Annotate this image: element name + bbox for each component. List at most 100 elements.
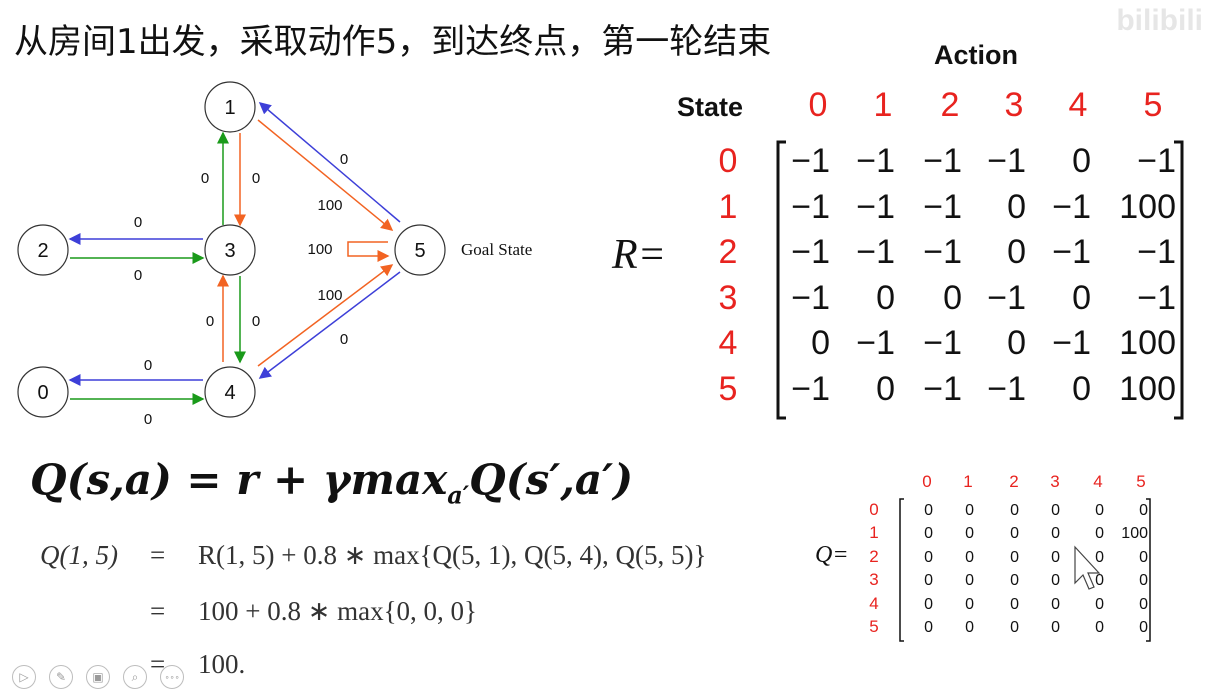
r-cell: −1 xyxy=(791,279,830,317)
q-matrix-name: Q= xyxy=(815,542,849,568)
q-cell: 0 xyxy=(1010,596,1019,613)
r-cell: −1 xyxy=(1137,279,1176,317)
r-col-header: 1 xyxy=(874,86,893,124)
q-cell: 0 xyxy=(1010,549,1019,566)
q-col-header: 0 xyxy=(922,472,931,491)
r-cell: −1 xyxy=(856,188,895,226)
svg-text:0: 0 xyxy=(37,382,48,404)
r-cell: −1 xyxy=(1052,233,1091,271)
more-icon[interactable]: ∘∘∘ xyxy=(160,665,184,689)
q-cell: 0 xyxy=(965,596,974,613)
edge-label: 0 xyxy=(134,214,142,231)
r-cell: −1 xyxy=(791,142,830,180)
q-cell: 0 xyxy=(965,525,974,542)
r-cell: 0 xyxy=(1007,233,1026,271)
q-cell: 0 xyxy=(924,549,933,566)
r-cell: 0 xyxy=(1007,324,1026,362)
node-3: 3 xyxy=(204,224,256,276)
edge-4-5 xyxy=(257,264,394,367)
svg-text:3: 3 xyxy=(224,240,235,262)
q-update-formula: Q(s,a) = r + γmaxa′Q(s′,a′) xyxy=(30,455,633,509)
q-cell: 0 xyxy=(1095,525,1104,542)
svg-text:1: 1 xyxy=(224,97,235,119)
r-cell: −1 xyxy=(791,188,830,226)
q-cell: 0 xyxy=(1139,549,1148,566)
play-icon[interactable]: ▷ xyxy=(12,665,36,689)
r-cell: −1 xyxy=(791,233,830,271)
edge-5-1 xyxy=(258,102,401,223)
r-cell: −1 xyxy=(987,279,1026,317)
r-row-header: 0 xyxy=(719,142,738,180)
edge-5-5 xyxy=(347,241,390,262)
q-cell: 0 xyxy=(1051,525,1060,542)
r-cell: 100 xyxy=(1119,370,1176,408)
goal-state-label: Goal State xyxy=(461,240,532,259)
edge-label: 0 xyxy=(252,170,260,187)
q-cell: 0 xyxy=(1095,502,1104,519)
q-cell: 0 xyxy=(924,572,933,589)
q-col-header: 2 xyxy=(1009,472,1018,491)
q-cell: 0 xyxy=(965,549,974,566)
edge-label: 0 xyxy=(340,331,348,348)
r-cell: −1 xyxy=(1137,233,1176,271)
edge-1-5 xyxy=(257,119,394,231)
q-cell: 0 xyxy=(924,502,933,519)
q-cell: 0 xyxy=(965,619,974,636)
r-cell: 0 xyxy=(811,324,830,362)
r-col-header: 2 xyxy=(941,86,960,124)
formula-head: Q(s,a) = r + γmax xyxy=(30,455,448,504)
node-0: 0 xyxy=(17,366,69,418)
edge-label: 0 xyxy=(144,411,152,428)
bilibili-logo: bilibili xyxy=(1116,4,1203,37)
r-col-header: 0 xyxy=(809,86,828,124)
svg-text:5: 5 xyxy=(414,240,425,262)
r-cell: 0 xyxy=(1072,142,1091,180)
r-cell: −1 xyxy=(791,370,830,408)
q-row-header: 4 xyxy=(869,594,878,613)
r-cell: −1 xyxy=(987,370,1026,408)
q-col-header: 1 xyxy=(963,472,972,491)
copy-icon[interactable]: ▣ xyxy=(86,665,110,689)
q-row-header: 1 xyxy=(869,523,878,542)
svg-text:2: 2 xyxy=(37,240,48,262)
q-cell: 0 xyxy=(1010,502,1019,519)
state-title: State xyxy=(677,92,743,122)
mouse-cursor-icon xyxy=(1074,545,1101,590)
r-cell: −1 xyxy=(923,188,962,226)
derivation-line-1: R(1, 5) + 0.8 ∗ max{Q(5, 1), Q(5, 4), Q(… xyxy=(198,540,707,570)
r-cell: 0 xyxy=(876,279,895,317)
action-title: Action xyxy=(934,40,1018,70)
q-cell: 0 xyxy=(1010,619,1019,636)
q-cell: 0 xyxy=(924,619,933,636)
node-2: 2 xyxy=(17,224,69,276)
q-row-header: 5 xyxy=(869,617,878,636)
pen-icon[interactable]: ✎ xyxy=(49,665,73,689)
q-cell: 0 xyxy=(1051,549,1060,566)
q-cell: 0 xyxy=(1139,619,1148,636)
r-left-bracket xyxy=(776,140,786,420)
q-col-header: 3 xyxy=(1050,472,1059,491)
r-row-header: 5 xyxy=(719,370,738,408)
q-left-bracket xyxy=(899,498,904,642)
r-cell: −1 xyxy=(856,324,895,362)
derivation-line-3: 100. xyxy=(198,649,246,679)
r-matrix-name: R= xyxy=(611,232,666,278)
q-right-bracket xyxy=(1146,498,1151,642)
caption-text: 从房间1出发，采取动作5，到达终点，第一轮结束 xyxy=(14,22,772,62)
edge-label: 0 xyxy=(134,267,142,284)
edge-label: 0 xyxy=(206,313,214,330)
derivation-lhs: Q(1, 5) xyxy=(40,540,118,570)
r-col-header: 3 xyxy=(1005,86,1024,124)
q-cell: 0 xyxy=(1010,572,1019,589)
q-cell: 0 xyxy=(1010,525,1019,542)
r-cell: 0 xyxy=(1007,188,1026,226)
edge-labels: 0 0 0 100 0 0 100 100 0 0 0 0 0 xyxy=(134,151,348,428)
q-cell: 0 xyxy=(1139,502,1148,519)
q-cell: 0 xyxy=(965,502,974,519)
svg-text:4: 4 xyxy=(224,382,235,404)
q-row-header: 0 xyxy=(869,500,878,519)
r-cell: −1 xyxy=(923,142,962,180)
zoom-icon[interactable]: ⌕ xyxy=(123,665,147,689)
